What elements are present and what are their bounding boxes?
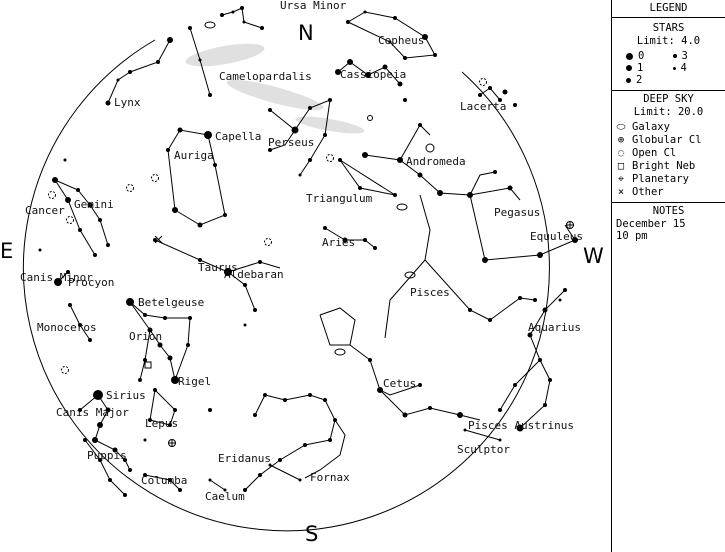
deep-sky-objects [48, 21, 574, 447]
circle-plus-icon: ⊕ [617, 134, 625, 146]
stars-limit: Limit: 4.0 [636, 35, 701, 47]
label-orion: Orion [129, 330, 162, 343]
label-lynx: Lynx [114, 96, 141, 109]
label-lacerta: Lacerta [460, 100, 506, 113]
label-pisces-austrinus: Pisces Austrinus [468, 419, 574, 432]
notes-title: NOTES [652, 205, 685, 217]
deep-sky-key: ⬭ Galaxy ⊕ Globular Cl ◌ Open Cl □ Bright Ne… [612, 119, 725, 199]
notes-date: December 15 [616, 218, 686, 230]
magnitude-label: 1 [637, 62, 644, 74]
deep-sky-label: Bright Neb [632, 160, 696, 172]
stars-title: STARS [652, 22, 685, 34]
label-capella: Capella [215, 130, 261, 143]
label-aldebaran: Aldebaran [224, 268, 284, 281]
label-cancer: Cancer [25, 204, 65, 217]
direction-north: N [298, 21, 314, 45]
label-pisces: Pisces [410, 286, 450, 299]
label-betelgeuse: Betelgeuse [138, 296, 204, 309]
label-columba: Columba [141, 474, 187, 487]
label-andromeda: Andromeda [406, 155, 466, 168]
label-caelum: Caelum [205, 490, 245, 503]
label-cetus: Cetus [383, 377, 416, 390]
magnitude-key: 0 3 1 4 2 [612, 48, 725, 86]
dashed-circle-icon: ◌ [617, 147, 625, 159]
label-pegasus: Pegasus [494, 206, 540, 219]
legend-title: LEGEND [649, 2, 688, 14]
label-ursa-minor: Ursa Minor [280, 0, 347, 12]
direction-west: W [583, 244, 604, 268]
label-canis-major: Canis Major [56, 406, 129, 419]
label-procyon: Procyon [68, 276, 114, 289]
label-taurus: Taurus [198, 261, 238, 274]
deep-sky-label: Planetary [632, 173, 689, 185]
deep-sky-label: Globular Cl [632, 134, 702, 146]
mag2-icon [626, 77, 631, 83]
magnitude-label: 0 [638, 50, 645, 62]
label-monoceros: Monoceros [37, 321, 97, 334]
magnitude-label: 4 [680, 62, 687, 74]
label-canis-minor: Canis Minor [20, 271, 93, 284]
magnitude-label: 3 [681, 50, 688, 62]
deep-sky-label: Galaxy [632, 121, 670, 133]
label-camelopardalis: Camelopardalis [219, 70, 312, 83]
stars [38, 6, 578, 497]
mag1-icon [626, 65, 632, 71]
label-sculptor: Sculptor [457, 443, 510, 456]
planetary-icon: ⌖ [618, 173, 624, 185]
square-icon: □ [617, 160, 625, 172]
label-aries: Aries [322, 236, 355, 249]
x-icon: × [617, 186, 625, 198]
deep-sky-label: Open Cl [632, 147, 677, 159]
notes-time: 10 pm [616, 230, 648, 242]
direction-south: S [305, 522, 318, 546]
deep-sky-label: Other [632, 186, 664, 198]
label-auriga: Auriga [174, 149, 214, 162]
label-rigel: Rigel [178, 375, 211, 388]
legend-panel: LEGEND STARS Limit: 4.0 0 3 1 4 2 DEEP S… [611, 0, 725, 552]
label-cepheus: Cepheus [378, 34, 424, 47]
label-puppis: Puppis [87, 449, 127, 462]
deep-sky-title: DEEP SKY [643, 93, 694, 105]
label-gemini: Gemini [74, 198, 114, 211]
label-sirius: Sirius [106, 389, 146, 402]
label-fornax: Fornax [310, 471, 350, 484]
label-aquarius: Aquarius [528, 321, 581, 334]
mag4-icon [672, 66, 676, 70]
label-cassiopeia: Cassiopeia [340, 68, 406, 81]
magnitude-label: 2 [636, 74, 643, 86]
label-triangulum: Triangulum [306, 192, 373, 205]
ellipse-icon: ⬭ [616, 121, 626, 133]
deep-sky-limit: Limit: 20.0 [633, 106, 704, 118]
mag3-icon [672, 54, 677, 58]
label-eridanus: Eridanus [218, 452, 271, 465]
sky-chart: N S E W Ursa Minor Cepheus Camelopardali… [0, 0, 604, 546]
label-lepus: Lepus [145, 417, 178, 430]
label-perseus: Perseus [268, 136, 314, 149]
label-equuleus: Equuleus [530, 230, 583, 243]
milky-way [185, 43, 365, 134]
mag0-icon [626, 52, 633, 60]
direction-east: E [0, 239, 13, 263]
chart-labels: Ursa Minor Cepheus Camelopardalis Cassio… [20, 0, 583, 503]
horizon-circle [22, 39, 550, 532]
